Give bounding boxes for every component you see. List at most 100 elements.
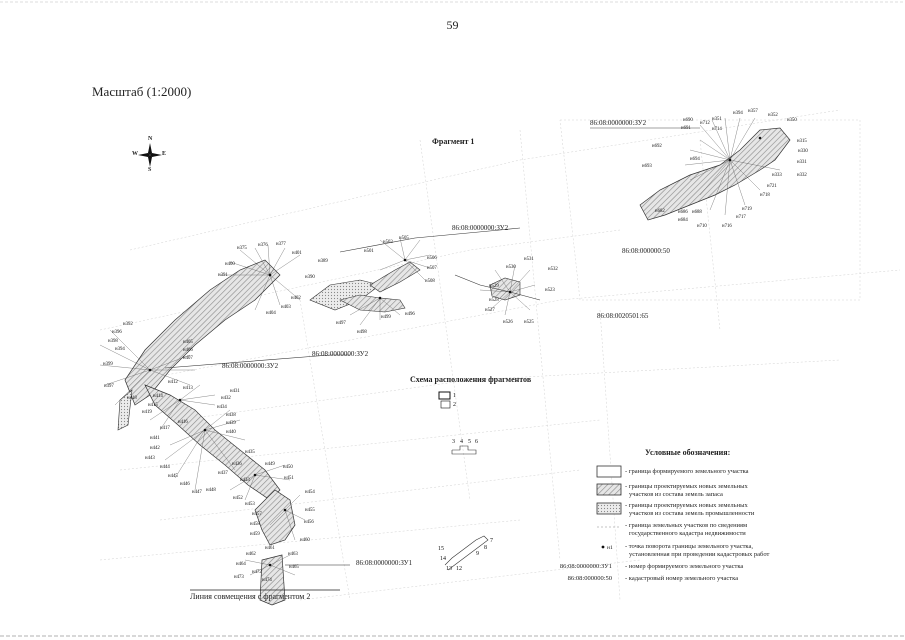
compass-east-label: E: [162, 151, 167, 157]
parcel-label-cad-65: 86:08:0020501:65: [597, 312, 649, 320]
scheme-title: Схема расположения фрагментов: [410, 375, 532, 384]
legend-item: - граница земельных участков по сведения…: [625, 522, 748, 529]
point-label: н333: [772, 173, 782, 178]
point-label: н431: [230, 389, 240, 394]
point-label: н714: [712, 127, 722, 132]
point-label: н451: [284, 476, 294, 481]
legend-item: - кадастровый номер земельного участка: [625, 575, 739, 582]
scheme-number: 5: [468, 439, 471, 445]
point-label: н527: [485, 308, 495, 313]
point-label: н446: [180, 482, 190, 487]
legend-item: - границы проектируемых новых земельных: [625, 502, 748, 509]
point-label: н523: [545, 288, 555, 293]
point-label: н444: [160, 465, 170, 470]
legend-item: установленная при проведении кадастровых…: [629, 551, 770, 558]
point-label: н405: [183, 340, 193, 345]
point-label: н400: [225, 262, 235, 267]
parcel-label-zu1: 86:08:0000000:ЗУ1: [356, 559, 413, 567]
parcel-group-top-right: [590, 127, 791, 221]
page-number: 59: [446, 18, 459, 32]
point-label: н721: [767, 184, 777, 189]
point-label: н528: [489, 298, 499, 303]
legend-code-zu: 86:08:0000000:ЗУ1: [559, 563, 612, 570]
point-label: н417: [160, 426, 170, 431]
point-label: н389: [318, 259, 328, 264]
point-label: н531: [524, 257, 534, 262]
point-label: н391: [218, 273, 228, 278]
point-label: н441: [150, 436, 160, 441]
point-label: н407: [183, 356, 193, 361]
point-label: н498: [357, 330, 367, 335]
point-label: н443: [145, 456, 155, 461]
scheme-number: 15: [438, 546, 444, 552]
point-label: н438: [226, 413, 236, 418]
point-label: н456: [304, 520, 314, 525]
point-label: н399: [103, 362, 113, 367]
point-label: н437: [218, 471, 228, 476]
point-label: н507: [427, 266, 437, 271]
legend-symbols: [596, 465, 622, 549]
point-label: н462: [246, 552, 256, 557]
scheme-number: 8: [484, 545, 487, 551]
point-label: н457: [252, 512, 262, 517]
point-label: н418: [127, 396, 137, 401]
point-label: н693: [642, 164, 652, 169]
parcel-group-main-corridor: [117, 259, 350, 606]
point-label: н352: [768, 113, 778, 118]
point-label: н376: [258, 243, 268, 248]
point-label: н450: [283, 465, 293, 470]
legend-item: - граница формируемого земельного участк…: [625, 468, 749, 475]
scheme-number: 1: [453, 393, 456, 399]
point-label: н690: [683, 118, 693, 123]
scheme-number: 7: [490, 538, 493, 544]
point-label: н351: [712, 117, 722, 122]
point-label: н499: [381, 315, 391, 320]
scheme-number: 9: [476, 551, 479, 557]
point-label: н413: [183, 386, 193, 391]
point-label: н357: [748, 109, 758, 114]
point-label: н394: [733, 111, 743, 116]
point-label: н529: [489, 284, 499, 289]
point-label: н460: [300, 538, 310, 543]
point-label: н684: [678, 218, 688, 223]
point-label: н350: [787, 118, 797, 123]
point-label: н459: [250, 532, 260, 537]
point-label: н710: [697, 224, 707, 229]
point-label: н506: [427, 256, 437, 261]
point-label: н394: [115, 347, 125, 352]
point-label: н392: [123, 322, 133, 327]
point-label: н496: [405, 312, 415, 317]
parcel-group-middle: [309, 227, 541, 313]
background-cadastral-lines: [99, 109, 901, 601]
point-label: н532: [548, 267, 558, 272]
point-label: н525: [524, 320, 534, 325]
point-label: н419: [142, 410, 152, 415]
point-label: н688: [692, 210, 702, 215]
fragment-title: Фрагмент 1: [432, 137, 475, 146]
point-label: н434: [217, 405, 227, 410]
point-label: н465: [289, 565, 299, 570]
point-label: н332: [797, 173, 807, 178]
point-label: н473: [234, 575, 244, 580]
parcel-label-zu2-left: 86:08:0000000:ЗУ2: [222, 362, 279, 370]
point-label: н435: [245, 450, 255, 455]
point-label: н682: [655, 209, 665, 214]
leader-lines: [99, 117, 781, 576]
compass-west-label: W: [132, 151, 138, 157]
point-label: н464: [236, 562, 246, 567]
point-label: н415: [148, 403, 158, 408]
point-label: н412: [168, 380, 178, 385]
point-label: н404: [266, 311, 276, 316]
legend-item: - точка поворота границы земельного учас…: [625, 543, 754, 550]
point-label: н315: [797, 139, 807, 144]
parcel-label-cad-50: 86:08:000000:50: [622, 247, 670, 255]
point-label: н474: [262, 578, 272, 583]
point-label: н406: [183, 348, 193, 353]
point-label: н455: [305, 508, 315, 513]
point-label: н472: [252, 570, 262, 575]
point-label: н458: [250, 522, 260, 527]
point-label: н402: [291, 296, 301, 301]
parcel-label-zu2-lower-mid: 86:08:0000000:ЗУ2: [312, 350, 369, 358]
point-label: н436: [232, 462, 242, 467]
scheme-number: 6: [475, 439, 478, 445]
